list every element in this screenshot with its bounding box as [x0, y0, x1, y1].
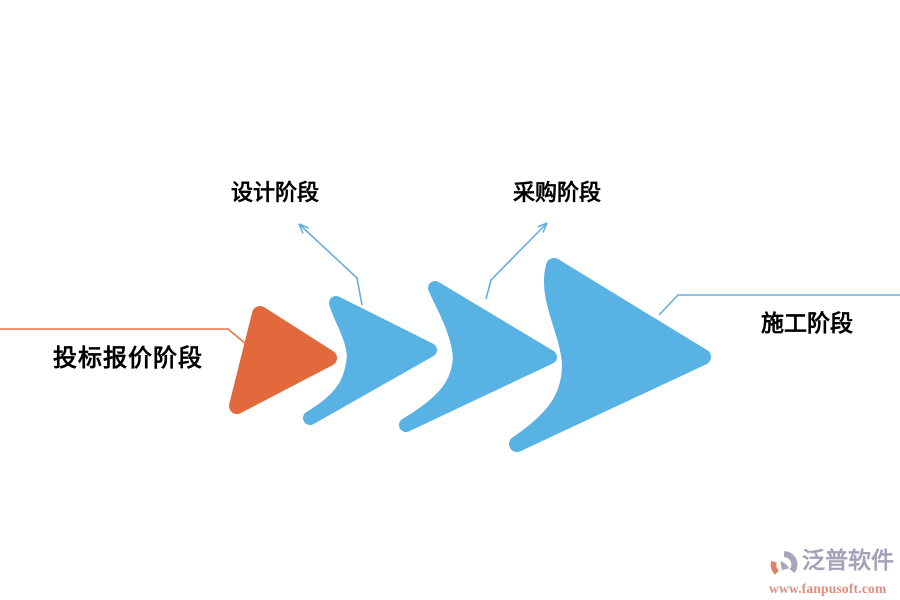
- brand-name: 泛普软件: [802, 547, 894, 573]
- stage-shape-construction: [509, 258, 711, 452]
- stage-shapes: [229, 258, 711, 452]
- stage-shape-procurement: [399, 281, 557, 432]
- leader-line-construction: [658, 294, 900, 316]
- brand-watermark: 泛普软件 www.fanpusoft.com: [769, 548, 897, 597]
- leader-line-bidding: [0, 328, 247, 345]
- stage-label-construction: 施工阶段: [761, 310, 853, 336]
- leader-line-procurement: [485, 222, 548, 300]
- arrowhead-icon-design: [298, 223, 309, 234]
- brand-url: www.fanpusoft.com: [769, 581, 887, 596]
- arrowhead-icon-procurement: [537, 222, 548, 233]
- stage-label-procurement: 采购阶段: [513, 180, 602, 205]
- stage-shape-bidding: [229, 306, 337, 414]
- leader-line-design: [298, 223, 363, 306]
- stage-shape-design: [303, 296, 437, 425]
- fanpu-logo-icon: [770, 551, 798, 575]
- stage-label-bidding: 投标报价阶段: [53, 345, 203, 372]
- leader-lines: [0, 222, 900, 345]
- stage-label-design: 设计阶段: [231, 180, 320, 205]
